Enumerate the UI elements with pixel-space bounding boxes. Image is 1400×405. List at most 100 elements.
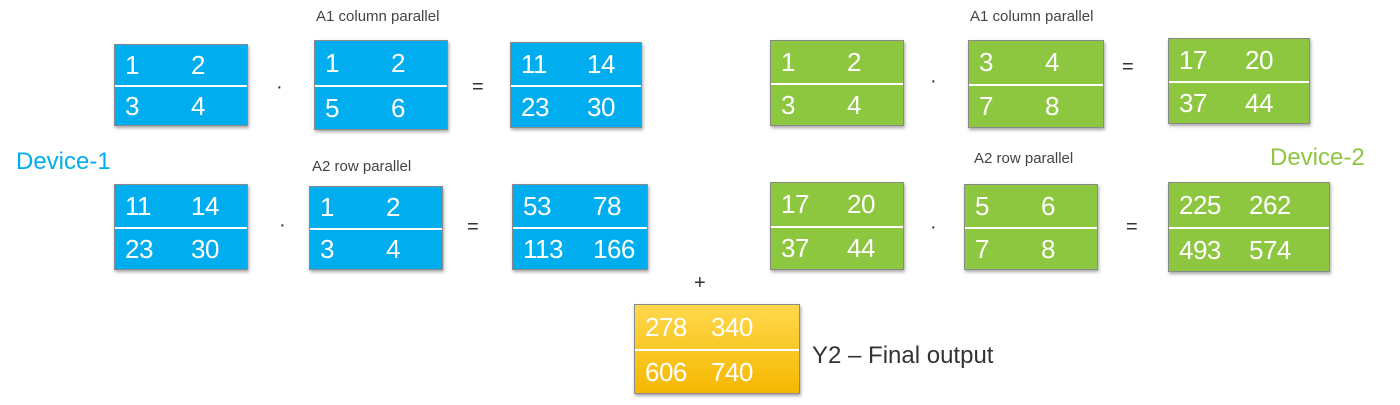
matrix-cell: 3 [781,89,795,120]
matrix-cell: 5 [975,190,989,221]
matrix-d1-a1-result: 11 14 23 30 [510,42,642,128]
matrix-cell: 1 [781,46,795,77]
matrix-cell: 2 [191,49,205,80]
matrix-row: 606 740 [635,349,799,393]
matrix-cell: 2 [386,192,400,222]
device-1-label: Device-1 [16,148,111,175]
matrix-cell: 166 [593,233,635,264]
device-2-label: Device-2 [1270,144,1365,171]
matrix-cell: 7 [975,233,989,264]
matrix-cell: 5 [325,92,339,123]
a1-column-parallel-label-device1: A1 column parallel [316,8,440,25]
a2-row-parallel-label-device1: A2 row parallel [312,158,412,175]
matrix-cell: 3 [125,90,139,121]
matrix-cell: 3 [320,234,334,264]
matrix-row: 11 14 [115,185,247,227]
matrix-cell: 113 [523,233,563,264]
equals-operator: = [467,216,479,238]
matrix-cell: 6 [391,92,405,123]
matrix-cell: 1 [325,47,339,78]
matrix-cell: 606 [645,356,687,387]
matrix-cell: 8 [1045,91,1059,121]
matrix-cell: 23 [521,91,549,122]
matrix-cell: 17 [781,189,809,219]
matrix-cell: 1 [320,192,334,222]
matrix-cell: 20 [847,189,875,219]
matrix-cell: 574 [1249,234,1291,265]
matrix-cell: 37 [1179,87,1207,118]
matrix-cell: 4 [1045,47,1059,77]
multiply-operator: · [276,76,283,98]
matrix-cell: 262 [1249,189,1291,220]
matrix-cell: 11 [521,48,548,79]
matrix-row: 53 78 [513,185,647,227]
matrix-d1-a2-input: 11 14 23 30 [114,184,248,270]
equals-operator: = [1126,216,1138,238]
matrix-cell: 3 [979,47,993,77]
matrix-cell: 740 [711,356,753,387]
matrix-cell: 53 [523,190,551,221]
equals-operator: = [1122,56,1134,78]
matrix-cell: 278 [645,311,687,342]
matrix-cell: 78 [593,190,621,221]
matrix-cell: 6 [1041,190,1055,221]
multiply-operator: · [930,216,937,238]
matrix-cell: 4 [847,89,861,120]
matrix-cell: 1 [125,49,139,80]
equals-operator: = [472,76,484,98]
matrix-cell: 14 [587,48,615,79]
matrix-cell: 17 [1179,44,1207,75]
matrix-cell: 4 [386,234,400,264]
matrix-cell: 23 [125,233,153,264]
matrix-cell: 30 [191,233,219,264]
matrix-cell: 44 [847,233,875,263]
matrix-row: 225 262 [1169,183,1329,227]
matrix-cell: 4 [191,90,205,121]
matrix-cell: 11 [125,190,152,221]
final-output-label: Y2 – Final output [812,342,994,369]
plus-operator: + [694,272,706,294]
matrix-cell: 7 [979,91,993,121]
matrix-cell: 2 [391,47,405,78]
matrix-cell: 2 [847,46,861,77]
multiply-operator: · [279,214,286,236]
matrix-row: 23 30 [511,85,641,127]
matrix-cell: 20 [1245,44,1273,75]
matrix-row: 493 574 [1169,227,1329,271]
matrix-cell: 30 [587,91,615,122]
matrix-d1-a2-result: 53 78 113 166 [512,184,648,270]
matrix-cell: 14 [191,190,219,221]
matrix-cell: 8 [1041,233,1055,264]
a2-row-parallel-label-device2: A2 row parallel [974,150,1074,167]
matrix-cell: 225 [1179,189,1221,220]
matrix-row: 11 14 [511,43,641,85]
matrix-d2-a2-result: 225 262 493 574 [1168,182,1330,272]
a1-column-parallel-label-device2: A1 column parallel [970,8,1094,25]
matrix-cell: 493 [1179,234,1221,265]
multiply-operator: · [930,70,937,92]
